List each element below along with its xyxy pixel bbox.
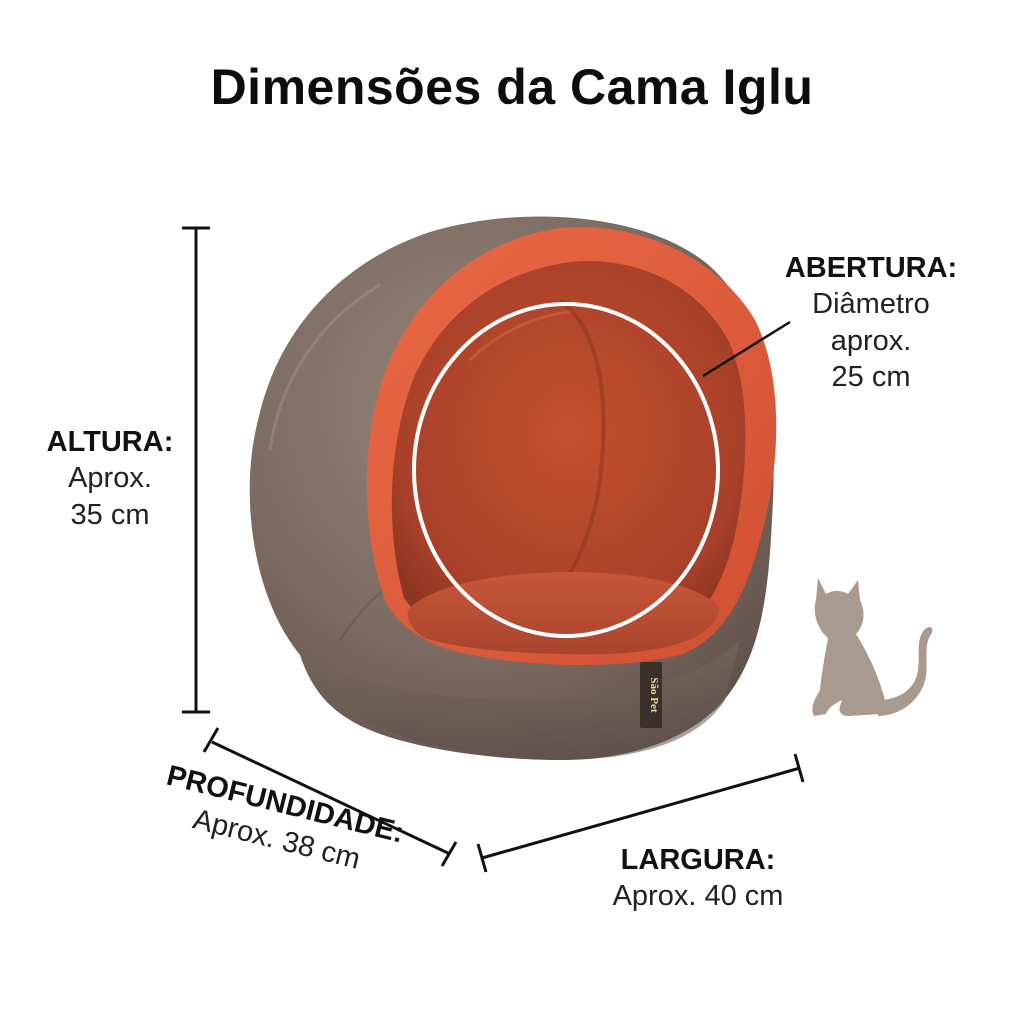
bed-cushion — [407, 572, 720, 655]
brand-tag-text: São Pet — [648, 677, 660, 712]
opening-leader-line — [702, 320, 791, 378]
brand-tag: São Pet — [640, 662, 662, 728]
opening-value-line-3: 25 cm — [831, 360, 911, 393]
height-heading: ALTURA: — [46, 426, 174, 458]
height-dimension-line — [182, 226, 210, 714]
width-dimension-line — [476, 753, 805, 873]
height-value-line-2: 35 cm — [70, 498, 150, 531]
width-label: LARGURA: Aprox. 40 cm — [578, 842, 818, 915]
width-value: Aprox. 40 cm — [612, 880, 784, 913]
opening-value-line-2: aprox. — [830, 324, 912, 357]
width-heading: LARGURA: — [620, 844, 776, 876]
height-value-line-1: Aprox. — [68, 462, 152, 495]
bed-opening-rim — [366, 226, 777, 666]
depth-dimension-line — [202, 727, 458, 867]
opening-diameter-circle — [412, 302, 720, 638]
opening-label: ABERTURA: Diâmetro aprox. 25 cm — [768, 250, 974, 395]
page-title: Dimensões da Cama Iglu — [210, 59, 814, 115]
cat-silhouette-icon — [812, 578, 933, 716]
height-label: ALTURA: Aprox. 35 cm — [20, 424, 200, 533]
opening-heading: ABERTURA: — [784, 252, 958, 284]
opening-value-line-1: Diâmetro — [812, 288, 930, 321]
